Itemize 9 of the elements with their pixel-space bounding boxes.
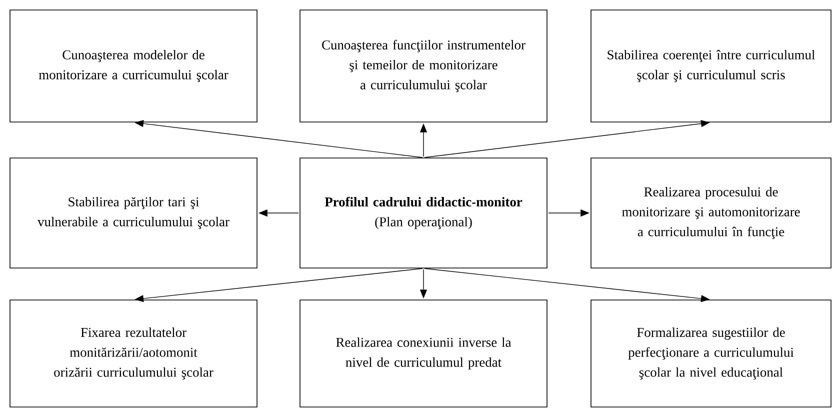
process-box: Cunoaşterea modelelor de monitorizare a curricumului şcolar bbox=[10, 10, 258, 122]
process-box: Cunoaşterea funcţiilor instrumentelor şi temeilor de monitorizare a curriculumului şcolar bbox=[300, 10, 548, 122]
process-box: Stabilirea părţilor tari şi vulnerabile a curriculumului şcolar bbox=[10, 158, 258, 268]
process-box: Fixarea rezultatelor monitărizării/aotomonit orizării curriculumului şcolar bbox=[10, 300, 258, 408]
process-box: Realizarea conexiunii inverse la nivel de curriculumul predat bbox=[300, 300, 548, 408]
process-box: Formalizarea sugestiilor de perfecţionare a curriculumului şcolar la nivel educaţional bbox=[590, 300, 832, 408]
process-box: Realizarea procesului de monitorizare şi automonitorizare a curriculumului în funcţie bbox=[590, 158, 832, 268]
central-box: Profilul cadrului didactic-monitor (Plan operaţional) bbox=[300, 158, 548, 268]
process-box: Stabilirea coerenţei între curriculumul şcolar şi curriculumul scris bbox=[590, 10, 832, 122]
